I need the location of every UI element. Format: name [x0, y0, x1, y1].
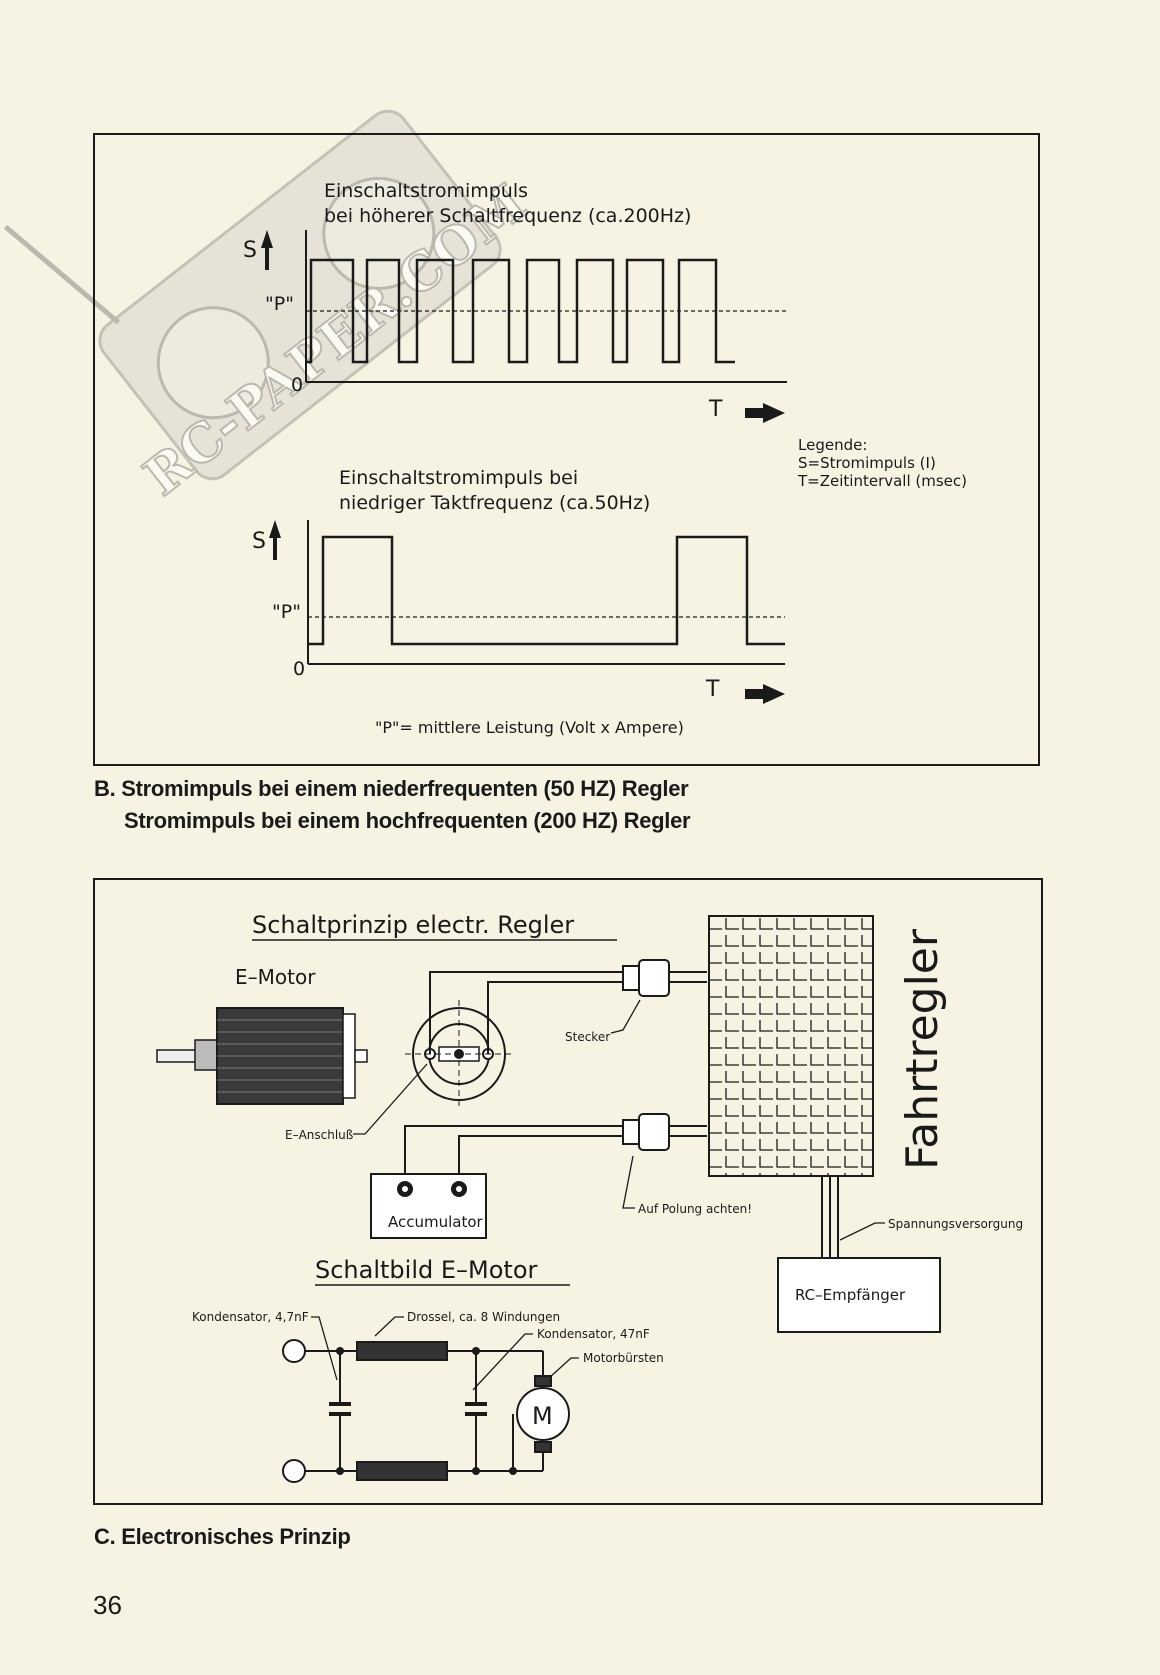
caption-b-line1: B. Stromimpuls bei einem niederfrequente…: [94, 776, 689, 801]
pointer-kondensator-1: [311, 1316, 338, 1381]
label-rc-empfaenger: RC–Empfänger: [795, 1286, 906, 1304]
pointer-polung: [622, 1155, 635, 1209]
lower-axis-zero: 0: [293, 658, 305, 680]
upper-pulse-train: [306, 258, 735, 364]
label-kondensator-1: Kondensator, 4,7nF: [192, 1310, 309, 1324]
legend-s: S=Stromimpuls (I): [798, 454, 936, 472]
pointer-anschluss: [353, 1063, 428, 1135]
lower-title-line1: Einschaltstromimpuls bei: [339, 467, 578, 489]
upper-t-arrow: [745, 403, 785, 423]
junction-dots: [336, 1347, 517, 1475]
label-drossel: Drossel, ca. 8 Windungen: [407, 1310, 560, 1324]
figure-b-pulse-diagram: Einschaltstromimpuls bei höherer Schaltf…: [93, 133, 1040, 766]
lower-s-arrow: [269, 520, 281, 560]
wire-motor-top-a: [429, 971, 623, 1054]
label-stecker: Stecker: [565, 1030, 610, 1044]
footnote-p: "P"= mittlere Leistung (Volt x Ampere): [375, 718, 684, 737]
upper-axis-zero: 0: [291, 374, 303, 396]
wire-acc-a: [404, 1125, 623, 1184]
legend-title: Legende:: [798, 436, 867, 454]
schaltbild-circuit: [282, 1339, 570, 1483]
pointer-spannung: [839, 1222, 885, 1241]
pointer-motorbuersten: [548, 1357, 579, 1379]
rc-paper-watermark: RC-PAPER.COM: [3, 109, 539, 509]
label-e-anschluss: E–Anschluß: [285, 1128, 354, 1142]
wire-acc-b: [458, 1135, 623, 1184]
lower-axis-p: "P": [272, 601, 301, 623]
legend-t: T=Zeitintervall (msec): [797, 472, 967, 490]
label-kondensator-2: Kondensator, 47nF: [537, 1327, 650, 1341]
label-accumulator: Accumulator: [388, 1213, 484, 1231]
title-schaltprinzip: Schaltprinzip electr. Regler: [252, 911, 574, 939]
title-schaltbild: Schaltbild E–Motor: [315, 1256, 538, 1284]
fahrtregler-block: [708, 915, 874, 1177]
label-polung: Auf Polung achten!: [638, 1202, 752, 1216]
label-spannung: Spannungsversorgung: [888, 1217, 1023, 1231]
lower-axis-s: S: [252, 529, 266, 554]
pointer-drossel: [374, 1316, 404, 1337]
caption-c: C. Electronisches Prinzip: [94, 1524, 351, 1549]
upper-title-line1: Einschaltstromimpuls: [324, 180, 528, 202]
lower-axis-t: T: [705, 677, 720, 702]
motor-end-view: [405, 1000, 513, 1108]
motor-symbol-m: M: [532, 1402, 553, 1430]
connector-stecker-top: [622, 959, 707, 997]
figure-c-svg: Schaltprinzip electr. Regler E–Motor: [156, 911, 1023, 1483]
lower-title-line2: niedriger Taktfrequenz (ca.50Hz): [339, 492, 650, 514]
label-fahrtregler: Fahrtregler: [897, 928, 948, 1170]
connector-stecker-bottom: [622, 1113, 707, 1151]
lower-t-arrow: [745, 684, 785, 704]
upper-title-line2: bei höherer Schaltfrequenz (ca.200Hz): [324, 205, 691, 227]
emotor-drawing: [156, 1007, 368, 1105]
figure-c-circuit-diagram: Schaltprinzip electr. Regler E–Motor: [93, 878, 1043, 1505]
accumulator-box: [370, 1173, 487, 1239]
page-number: 36: [93, 1590, 122, 1620]
figure-b-svg: Einschaltstromimpuls bei höherer Schaltf…: [243, 180, 967, 737]
label-motorbuersten: Motorbürsten: [583, 1351, 664, 1365]
upper-axis-t: T: [708, 397, 723, 422]
wire-motor-top-b: [487, 981, 623, 1054]
rc-empfaenger-box: [777, 1257, 941, 1333]
upper-axis-s: S: [243, 238, 257, 263]
label-emotor: E–Motor: [235, 965, 316, 989]
lower-pulse-train: [308, 535, 785, 646]
caption-b-line2: Stromimpuls bei einem hochfrequenten (20…: [124, 808, 691, 833]
pointer-stecker: [610, 999, 641, 1034]
upper-s-arrow: [261, 230, 273, 270]
pointer-kondensator-2: [472, 1333, 533, 1391]
upper-axis-p: "P": [265, 293, 294, 315]
